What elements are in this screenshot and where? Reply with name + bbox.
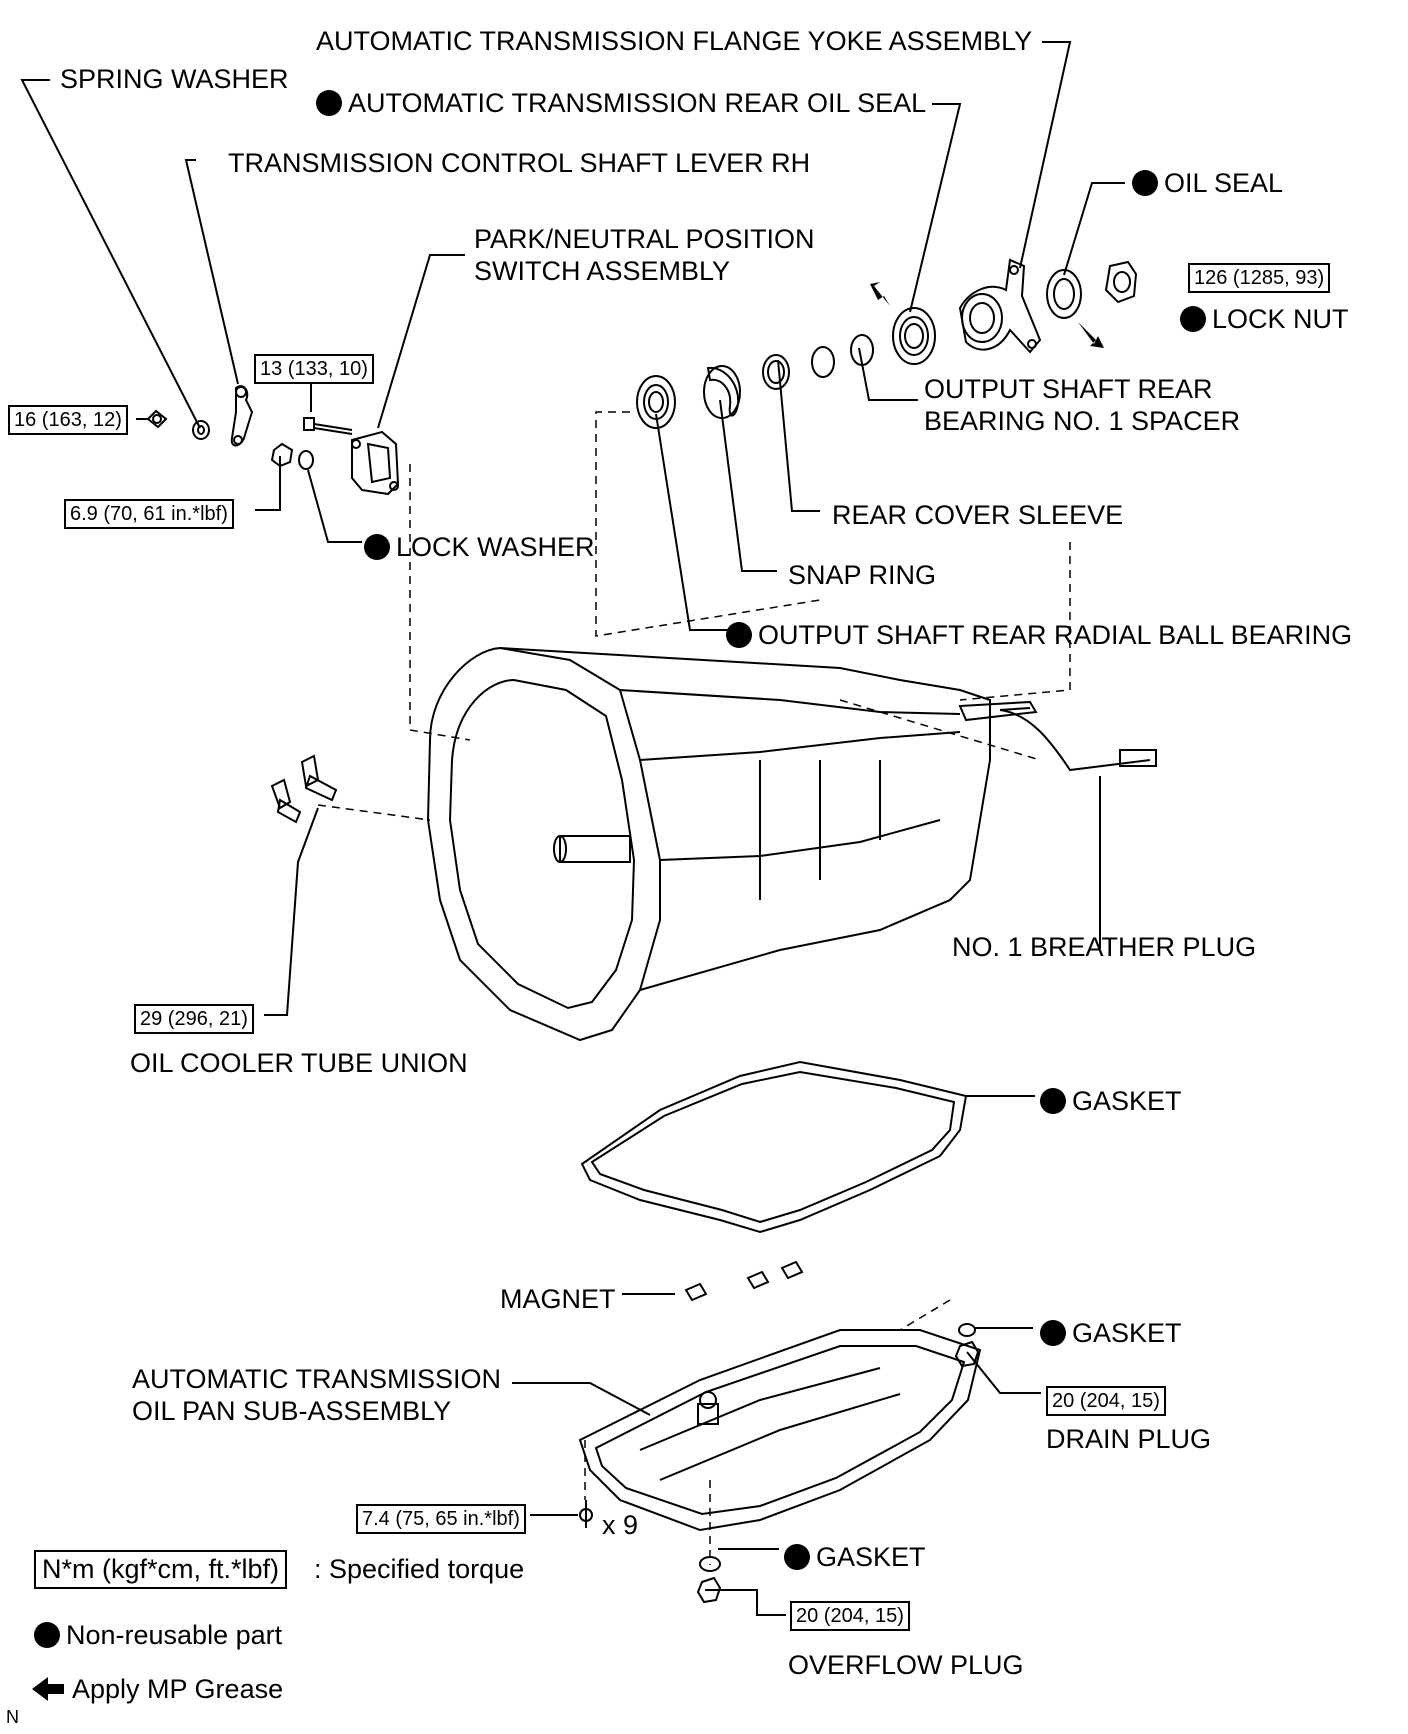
non-reusable-dot-icon [726, 622, 752, 648]
legend-torque-desc: : Specified torque [314, 1554, 525, 1584]
label-drain-plug: DRAIN PLUG [1046, 1424, 1212, 1454]
label-lock-washer-text: LOCK WASHER [396, 532, 595, 562]
drain-gasket-part [958, 1323, 976, 1337]
non-reusable-dot-icon [364, 534, 390, 560]
non-reusable-dot-icon [1040, 1320, 1066, 1346]
label-times-nine: x 9 [602, 1510, 639, 1540]
non-reusable-dot-icon [34, 1622, 60, 1648]
label-spacer-1: OUTPUT SHAFT REAR [924, 374, 1213, 404]
label-spacer-2: BEARING NO. 1 SPACER [924, 406, 1241, 436]
rear-cover-sleeve-part [762, 354, 790, 390]
pan-bolt-part [579, 1500, 593, 1528]
label-lock-nut: LOCK NUT [1180, 306, 1349, 333]
label-control-lever: TRANSMISSION CONTROL SHAFT LEVER RH [228, 148, 811, 178]
label-cooler-union: OIL COOLER TUBE UNION [130, 1048, 468, 1078]
legend-non-reusable-text: Non-reusable part [66, 1620, 283, 1650]
dashed-assembly-lines [317, 411, 1071, 1565]
legend-non-reusable: Non-reusable part [34, 1622, 282, 1649]
non-reusable-dot-icon [784, 1544, 810, 1570]
label-gasket-overflow: GASKET [784, 1544, 926, 1571]
label-gasket-drain-text: GASKET [1072, 1318, 1182, 1348]
label-ball-bearing-text: OUTPUT SHAFT REAR RADIAL BALL BEARING [758, 620, 1353, 650]
label-flange-yoke: AUTOMATIC TRANSMISSION FLANGE YOKE ASSEM… [316, 26, 1033, 56]
torque-overflow-plug: 20 (204, 15) [790, 1601, 910, 1631]
label-spring-washer: SPRING WASHER [60, 64, 289, 94]
non-reusable-dot-icon [1180, 306, 1206, 332]
cooler-union-parts [270, 754, 338, 824]
label-gasket-pan: GASKET [1040, 1088, 1182, 1115]
pan-gasket-part [580, 1060, 968, 1234]
label-lock-nut-text: LOCK NUT [1212, 304, 1349, 334]
non-reusable-dot-icon [1040, 1088, 1066, 1114]
label-park-neutral-2: SWITCH ASSEMBLY [474, 256, 731, 286]
legend-mp-grease: Apply MP Grease [72, 1674, 284, 1704]
lever-nut-part [146, 409, 168, 429]
label-lock-washer: LOCK WASHER [364, 534, 595, 561]
non-reusable-dot-icon [1132, 170, 1158, 196]
corner-letter: N [6, 1707, 19, 1727]
overflow-plug-part [696, 1576, 722, 1604]
leader-lines [20, 41, 1125, 1616]
spacer-parts [811, 334, 874, 378]
torque-lever-nut: 16 (163, 12) [8, 405, 128, 435]
label-gasket-drain: GASKET [1040, 1320, 1182, 1347]
label-rear-oil-seal-text: AUTOMATIC TRANSMISSION REAR OIL SEAL [348, 88, 927, 118]
switch-bolt-part [303, 417, 353, 435]
label-rear-cover-sleeve: REAR COVER SLEEVE [832, 500, 1124, 530]
mp-grease-arrow [870, 282, 1104, 348]
torque-cooler-union: 29 (296, 21) [134, 1004, 254, 1034]
label-rear-oil-seal: AUTOMATIC TRANSMISSION REAR OIL SEAL [316, 90, 926, 117]
label-gasket-pan-text: GASKET [1072, 1086, 1182, 1116]
label-oil-pan-2: OIL PAN SUB-ASSEMBLY [132, 1396, 452, 1426]
label-breather-plug: NO. 1 BREATHER PLUG [952, 932, 1257, 962]
legend-torque-unit: N*m (kgf*cm, ft.*lbf) [34, 1550, 288, 1589]
torque-switch-bolt: 13 (133, 10) [254, 354, 374, 384]
magnet-parts [684, 1260, 804, 1302]
lock-washer-part [298, 450, 314, 470]
torque-drain-plug: 20 (204, 15) [1046, 1386, 1166, 1416]
drain-plug-part [954, 1340, 980, 1368]
torque-switch-nut: 6.9 (70, 61 in.*lbf) [64, 499, 234, 529]
rear-oil-seal-part [892, 307, 936, 365]
label-oil-seal: OIL SEAL [1132, 170, 1283, 197]
oil-seal-part [1046, 269, 1082, 319]
torque-pan-bolt: 7.4 (75, 65 in.*lbf) [356, 1504, 526, 1534]
label-park-neutral-1: PARK/NEUTRAL POSITION [474, 224, 815, 254]
spring-washer-part [192, 420, 210, 440]
label-overflow-plug: OVERFLOW PLUG [788, 1650, 1024, 1680]
non-reusable-dot-icon [316, 90, 342, 116]
control-lever-part [230, 385, 254, 447]
label-snap-ring: SNAP RING [788, 560, 937, 590]
label-oil-seal-text: OIL SEAL [1164, 168, 1284, 198]
torque-lock-nut: 126 (1285, 93) [1188, 263, 1331, 293]
lock-nut-part [1104, 260, 1138, 304]
park-neutral-switch-part [351, 430, 400, 496]
label-gasket-overflow-text: GASKET [816, 1542, 926, 1572]
label-ball-bearing: OUTPUT SHAFT REAR RADIAL BALL BEARING [726, 622, 1352, 649]
switch-nut-part [270, 442, 294, 468]
snap-ring-part [703, 365, 741, 419]
overflow-gasket-part [699, 1556, 721, 1572]
ball-bearing-part [636, 375, 676, 429]
legend-arrow-icon [32, 1677, 64, 1701]
label-magnet: MAGNET [500, 1284, 616, 1314]
oil-pan-part [578, 1329, 982, 1532]
label-oil-pan-1: AUTOMATIC TRANSMISSION [132, 1364, 502, 1394]
transmission-case [426, 646, 1157, 1042]
flange-yoke-part [958, 258, 1042, 354]
